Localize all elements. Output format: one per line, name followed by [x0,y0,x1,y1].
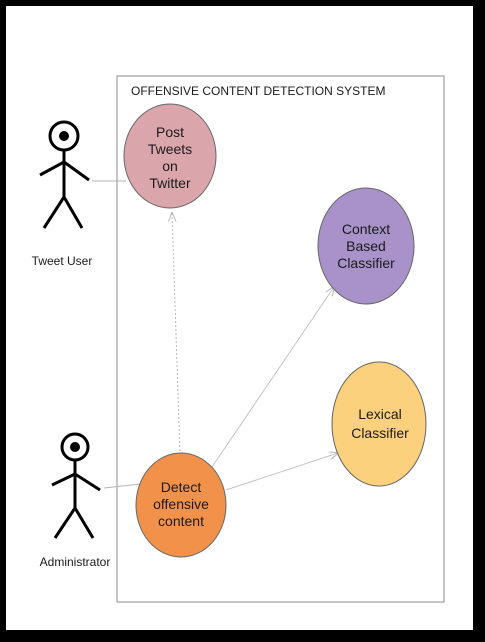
svg-text:Twitter: Twitter [149,175,191,191]
system-boundary [116,75,445,603]
association-admin-detect [103,483,141,489]
svg-text:Tweets: Tweets [148,141,192,157]
arrow-detect-to-post [172,213,181,456]
administrator-actor [51,432,101,539]
use-case-ellipse [331,361,427,487]
use-case-detect-content: Detect offensive content [135,452,227,558]
actor-label-tweet-user: Tweet User [32,254,93,268]
svg-text:Post: Post [156,124,184,140]
use-case-context-classifier: Context Based Classifier [317,187,415,305]
svg-text:offensive: offensive [153,496,209,512]
arrow-detect-to-context [211,287,334,468]
tweet-user-actor [39,120,90,229]
use-case-diagram: OFFENSIVE CONTENT DETECTION SYSTEM Tweet… [32,75,445,603]
svg-text:Context: Context [342,221,390,237]
use-case-lexical-classifier: Lexical Classifier [331,361,427,487]
system-title: OFFENSIVE CONTENT DETECTION SYSTEM [131,84,385,98]
svg-text:Based: Based [346,238,386,254]
actor-label-administrator: Administrator [40,555,111,569]
use-case-post-tweets: Post Tweets on Twitter [123,103,217,209]
use-case-ellipse [317,187,415,305]
use-case-ellipse [135,452,227,558]
svg-text:content: content [158,513,204,529]
svg-text:on: on [162,158,178,174]
svg-text:Classifier: Classifier [351,425,409,441]
administrator-eye [70,442,80,452]
svg-text:Classifier: Classifier [337,255,395,271]
use-case-ellipse [123,103,217,209]
arrow-detect-to-lexical [225,453,338,491]
svg-text:Detect: Detect [161,479,202,495]
svg-text:Lexical: Lexical [358,406,402,422]
tweet-user-eye [59,131,69,141]
